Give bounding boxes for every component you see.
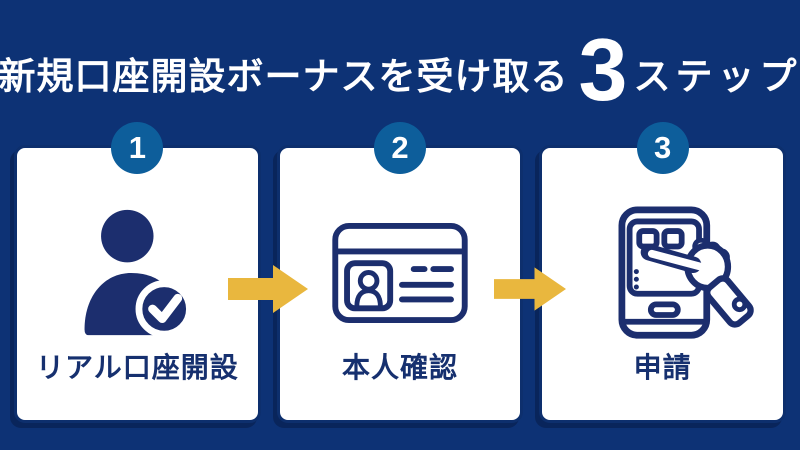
step-card-2: 2 本人確認 xyxy=(276,122,524,423)
right-arrow-icon xyxy=(494,267,566,311)
title-big-number: 3 xyxy=(578,19,628,119)
page-title: 新規口座開設ボーナスを受け取る 3 ステップ xyxy=(0,0,800,145)
id-card-icon xyxy=(280,148,521,398)
step-number-badge: 3 xyxy=(636,122,689,174)
step-label: 申請 xyxy=(633,352,692,383)
step-number-badge: 1 xyxy=(111,122,164,174)
steps-row: 1 リアル口座開設 2 xyxy=(0,122,800,423)
phone-tap-icon xyxy=(542,148,783,398)
step-card-3: 3 xyxy=(539,122,787,423)
step-label: 本人確認 xyxy=(342,352,459,383)
step-card-1: 1 リアル口座開設 xyxy=(14,122,261,423)
title-suffix: ステップ xyxy=(633,55,800,97)
step-label: リアル口座開設 xyxy=(35,352,239,383)
title-prefix: 新規口座開設ボーナスを受け取る xyxy=(0,55,569,97)
tap-hand xyxy=(640,237,754,328)
step-number-badge: 2 xyxy=(374,122,426,174)
person-check-icon xyxy=(17,148,258,398)
right-arrow-icon xyxy=(228,265,308,313)
